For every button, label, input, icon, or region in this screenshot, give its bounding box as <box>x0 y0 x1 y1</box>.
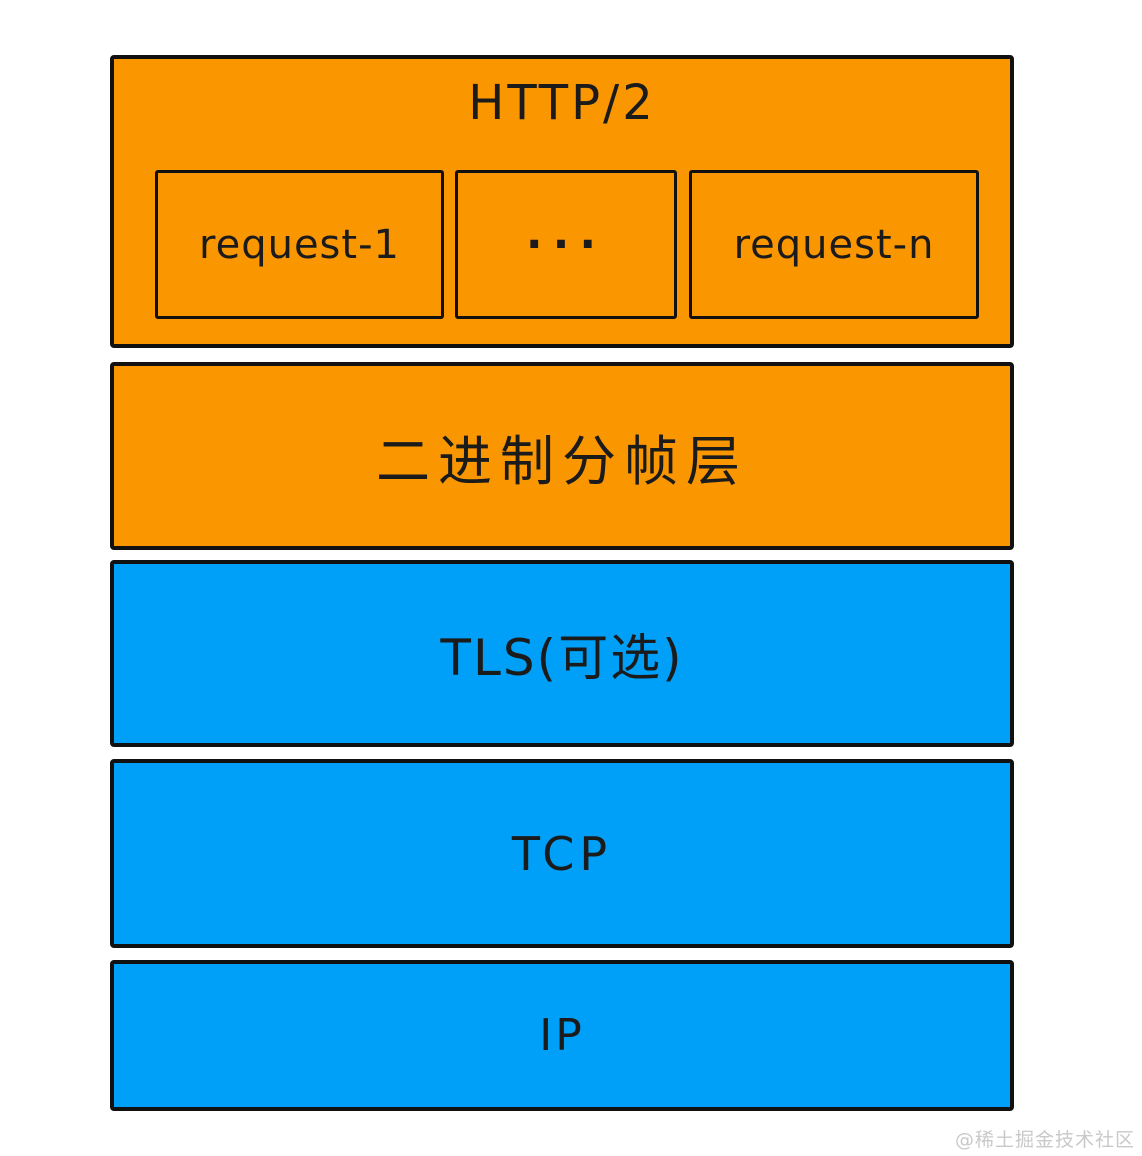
requests-ellipsis: ··· <box>525 219 607 270</box>
watermark: @稀土掘金技术社区 <box>954 1129 1135 1151</box>
layer-tls-label: TLS(可选) <box>440 628 684 687</box>
layer-binary-framing-label: 二进制分帧层 <box>376 429 748 493</box>
request-n-box: request-n <box>689 170 979 319</box>
layer-ip: IP <box>110 960 1014 1111</box>
layer-ip-label: IP <box>539 1010 585 1061</box>
layer-http2: HTTP/2 request-1 ··· request-n <box>110 55 1014 348</box>
layer-tcp-label: TCP <box>511 826 613 881</box>
layer-binary-framing: 二进制分帧层 <box>110 362 1014 550</box>
request-1-box: request-1 <box>155 170 444 319</box>
layer-tcp: TCP <box>110 759 1014 948</box>
layer-tls: TLS(可选) <box>110 560 1014 747</box>
requests-ellipsis-box: ··· <box>455 170 677 319</box>
request-1-label: request-1 <box>199 221 400 268</box>
request-n-label: request-n <box>733 221 935 268</box>
layer-http2-title: HTTP/2 <box>468 75 656 131</box>
